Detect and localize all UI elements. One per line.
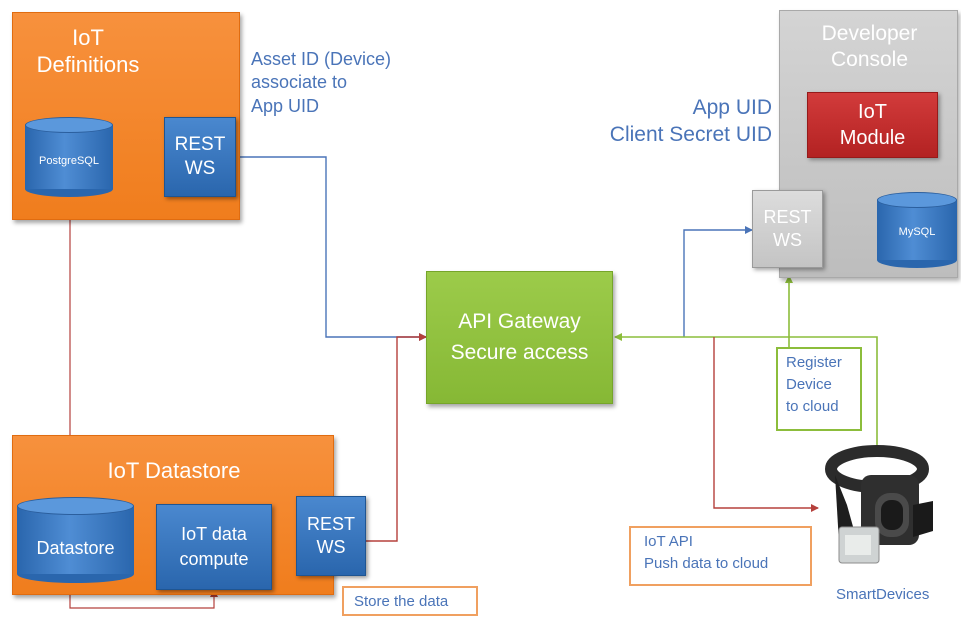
api-gateway-line1: API Gateway [458, 310, 581, 334]
datastore-ws-label: WS [316, 537, 346, 557]
client-secret-line: Client Secret UID [609, 123, 772, 147]
iot-module-line2: Module [839, 127, 906, 149]
asset-id-note: Asset ID (Device) associate to App UID [251, 48, 441, 118]
developer-console-title-line1: Developer [821, 22, 918, 45]
asset-id-line2: associate to [251, 72, 348, 93]
iot-api-line2: Push data to cloud [644, 554, 769, 572]
compute-line1: IoT data [181, 523, 247, 544]
register-callout: Register Device to cloud [776, 347, 862, 431]
mysql-database: MySQL [877, 192, 957, 268]
compute-line2: compute [179, 549, 249, 569]
rest-label: REST [174, 134, 226, 156]
gateway-console-link [683, 226, 753, 337]
mysql-label: MySQL [898, 226, 936, 238]
app-uid-note: App UID Client Secret UID [560, 94, 772, 149]
register-line3: to cloud [786, 397, 839, 415]
developer-console-title-line2: Console [830, 47, 909, 71]
datastore-rest-label: REST [306, 513, 355, 534]
postgresql-label: PostgreSQL [39, 155, 99, 167]
datastore-rest-ws: REST WS [296, 496, 366, 576]
iot-module-line1: IoT [858, 101, 887, 123]
console-ws-label: WS [773, 230, 802, 250]
console-rest-ws: REST WS [752, 190, 823, 268]
api-gateway-box: API Gateway Secure access [426, 271, 613, 404]
ws-label: WS [184, 158, 216, 179]
register-line2: Device [786, 375, 832, 393]
iot-definitions-title-line2: Definitions [36, 51, 140, 77]
smart-device-image [825, 445, 933, 564]
datastore-database: Datastore [17, 497, 134, 583]
iot-api-callout: IoT API Push data to cloud [629, 526, 812, 586]
register-line1: Register [786, 354, 842, 371]
app-uid-line: App UID [692, 96, 772, 119]
iot-data-compute-box: IoT data compute [156, 504, 272, 590]
store-data-callout: Store the data [342, 586, 478, 616]
datastore-gateway-link [359, 333, 427, 545]
postgres-compute-link [66, 189, 218, 609]
definitions-gateway-link [229, 153, 427, 341]
iot-api-line1: IoT API [644, 533, 693, 550]
device-gateway-link [614, 333, 881, 451]
postgresql-database: PostgreSQL [25, 117, 113, 197]
iot-datastore-title: IoT Datastore [107, 458, 241, 483]
smart-devices-label: SmartDevices [836, 586, 930, 603]
api-gateway-line2: Secure access [450, 340, 589, 364]
datastore-label: Datastore [36, 538, 115, 558]
push-data-link [713, 337, 819, 512]
asset-id-line3: App UID [251, 95, 320, 116]
console-rest-label: REST [763, 206, 812, 227]
definitions-rest-ws: REST WS [164, 117, 236, 197]
iot-definitions-title-line1: IoT [72, 25, 104, 50]
asset-id-line1: Asset ID (Device) [251, 49, 392, 69]
iot-module-box: IoT Module [807, 92, 938, 158]
